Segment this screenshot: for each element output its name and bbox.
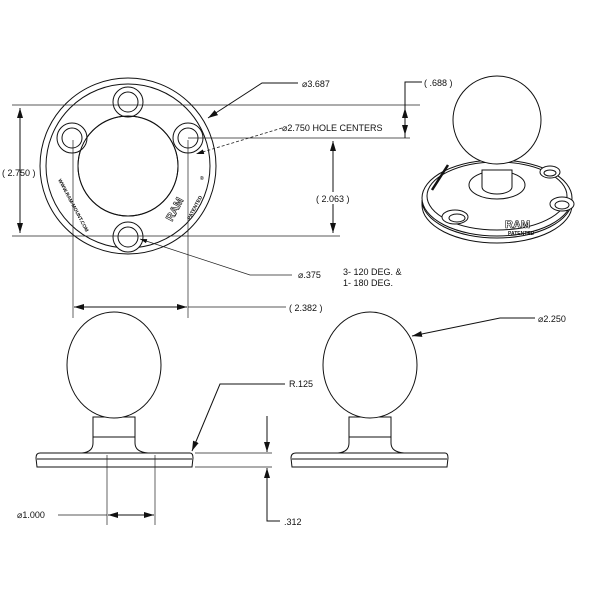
side-view-dimensions: R.125 .312 ⌀1.000 (17, 379, 313, 527)
registered-mark: ® (200, 175, 204, 182)
dim-1000: ⌀1.000 (17, 510, 45, 520)
dim-hole-centers: ⌀2.750 HOLE CENTERS (282, 123, 382, 133)
hole-spacing-1: 3- 120 DEG. & (343, 267, 402, 277)
isometric-view: RAM PATENTED (421, 75, 575, 244)
side-view-side: ⌀2.250 (290, 311, 566, 468)
dim-2250: ⌀2.250 (538, 314, 566, 324)
side-view-front (35, 311, 194, 468)
dim-2750: ( 2.750 ) (2, 168, 36, 178)
dim-312: .312 (284, 517, 302, 527)
hole-spacing-2: 1- 180 DEG. (343, 278, 393, 288)
iso-ball (452, 75, 542, 165)
base-outer-edge (39, 77, 217, 255)
dim-r125: R.125 (289, 379, 313, 389)
top-view: WWW.RAM-MOUNT.COM RAM PATENTED ® (39, 77, 217, 255)
dim-2063: ( 2.063 ) (316, 194, 350, 204)
dim-2382: ( 2.382 ) (289, 303, 323, 313)
dim-3687: ⌀3.687 (302, 79, 330, 89)
iso-ram-logo: RAM (505, 219, 530, 231)
iso-patented: PATENTED (508, 231, 535, 237)
dim-hole-diameter: ⌀.375 (298, 270, 321, 280)
mounting-holes (56, 86, 204, 253)
dim-688: ( .688 ) (424, 78, 453, 88)
top-view-dimensions: ( 2.750 ) ( 2.063 ) ( .688 ) ⌀3.687 ⌀2.7… (2, 78, 453, 318)
